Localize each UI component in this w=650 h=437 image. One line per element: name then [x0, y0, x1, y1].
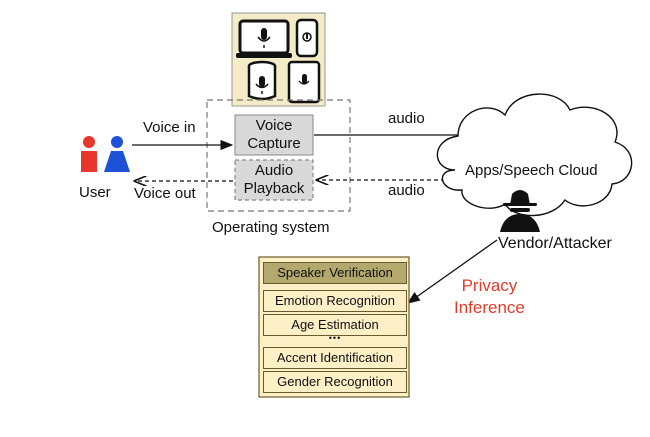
attacker-icon [500, 190, 540, 232]
operating-system-label: Operating system [212, 219, 330, 236]
cloud-label: Apps/Speech Cloud [465, 162, 598, 179]
inference-item: Gender Recognition [263, 371, 407, 393]
voice-in-label: Voice in [143, 119, 196, 136]
privacy-inference-arrow [406, 239, 498, 304]
laptop-icon [236, 19, 292, 58]
user-icon [81, 136, 130, 172]
voice-capture-label: Voice Capture [247, 117, 301, 152]
audio-playback-box [234, 159, 314, 201]
inference-item: Accent Identification [263, 347, 407, 369]
audio-download-label: audio [388, 182, 425, 199]
inference-item: Age Estimation [263, 314, 407, 336]
attacker-label: Vendor/Attacker [498, 235, 612, 252]
devices-panel [231, 12, 326, 107]
audio-upload-label: audio [388, 110, 425, 127]
speaker-verification-item: Speaker Verification [263, 262, 407, 284]
voice-out-label: Voice out [134, 185, 196, 202]
privacy-inference-label: Privacy Inference [454, 276, 525, 317]
tablet-icon [287, 60, 321, 104]
phone-icon [295, 18, 319, 58]
inference-item: Emotion Recognition [263, 290, 407, 312]
inference-ellipsis: ••• [328, 333, 342, 343]
voice-capture-box [234, 114, 314, 156]
cloud-shape [436, 93, 633, 217]
user-label: User [79, 184, 111, 201]
operating-system-boundary [206, 99, 351, 212]
audio-playback-label: Audio Playback [243, 162, 305, 197]
smart-speaker-icon [247, 60, 277, 101]
